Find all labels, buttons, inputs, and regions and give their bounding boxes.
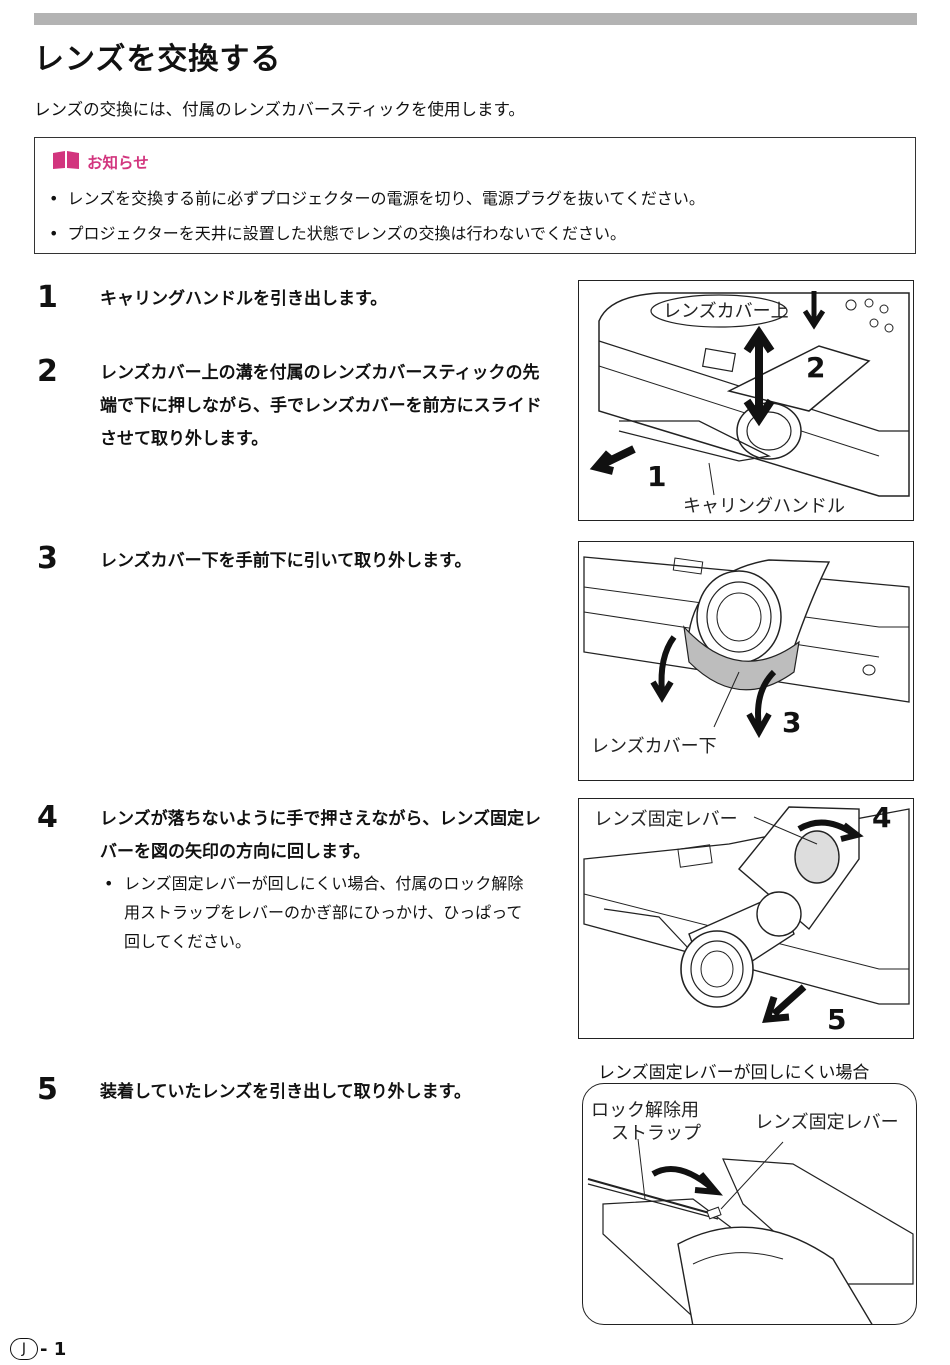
notice-item: プロジェクターを天井に設置した状態でレンズの交換は行わないでください。	[49, 220, 705, 244]
substep-text: レンズ固定レバーが回しにくい場合、付属のロック解除用ストラップをレバーのかぎ部に…	[124, 874, 524, 951]
figure-carrying-handle: レンズカバー上 2 1 キャリングハンドル	[578, 280, 914, 521]
figure-lens-lever: 4 レンズ固定レバー 5	[578, 798, 914, 1039]
book-icon	[51, 150, 81, 174]
fig1-number-2: 2	[806, 351, 825, 384]
fig1-label-top: レンズカバー上	[663, 301, 789, 322]
step-text: キャリングハンドルを引き出します。	[100, 289, 388, 309]
fig2-number-3: 3	[782, 706, 801, 739]
projector-illustration: レンズカバー上 2 1 キャリングハンドル	[589, 291, 910, 517]
fig4-label-left-2: ストラップ	[611, 1123, 701, 1144]
lens-lever-illustration: 4 レンズ固定レバー 5	[583, 801, 910, 1036]
fig2-label: レンズカバー下	[591, 736, 717, 757]
bullet: •	[104, 874, 114, 893]
step-text: レンズカバー上の溝を付属のレンズカバースティックの先端で下に押しながら、手でレン…	[100, 363, 542, 449]
page-number: - 1	[40, 1338, 67, 1360]
fig3-number-4: 4	[872, 801, 891, 834]
notice-title: お知らせ	[87, 154, 149, 172]
step-text: レンズカバー下を手前下に引いて取り外します。	[100, 551, 472, 571]
figure-caption: レンズ固定レバーが回しにくい場合	[598, 1063, 870, 1083]
header-bar	[34, 13, 917, 25]
page-title: レンズを交換する	[34, 42, 282, 77]
fig1-label-bottom: キャリングハンドル	[683, 496, 845, 517]
notice-header: お知らせ	[51, 150, 149, 174]
fig4-label-left-1: ロック解除用	[591, 1100, 699, 1121]
fig1-number-1: 1	[647, 460, 666, 493]
step-text: レンズが落ちないように手で押さえながら、レンズ固定レバーを図の矢印の方向に回しま…	[100, 809, 541, 862]
notice-list: レンズを交換する前に必ずプロジェクターの電源を切り、電源プラグを抜いてください。…	[49, 185, 705, 255]
language-mark: J	[10, 1338, 38, 1360]
lock-strap-illustration: ロック解除用 ストラップ レンズ固定レバー	[587, 1100, 914, 1324]
fig3-number-5: 5	[827, 1003, 846, 1036]
lens-cover-illustration: 3 レンズカバー下	[583, 556, 910, 757]
figure-lens-cover-lower: 3 レンズカバー下	[578, 541, 914, 781]
notice-box: お知らせ レンズを交換する前に必ずプロジェクターの電源を切り、電源プラグを抜いて…	[34, 137, 916, 254]
step-text: 装着していたレンズを引き出して取り外します。	[100, 1082, 471, 1102]
step-substep: • レンズ固定レバーが回しにくい場合、付属のロック解除用ストラップをレバーのかぎ…	[104, 869, 534, 956]
fig3-label: レンズ固定レバー	[594, 809, 738, 830]
intro-text: レンズの交換には、付属のレンズカバースティックを使用します。	[34, 100, 525, 119]
step-number: 1	[37, 280, 58, 315]
notice-item: レンズを交換する前に必ずプロジェクターの電源を切り、電源プラグを抜いてください。	[49, 185, 704, 209]
step-number: 5	[37, 1072, 58, 1107]
step-number: 4	[37, 800, 58, 835]
step-number: 3	[37, 541, 58, 576]
fig4-label-right: レンズ固定レバー	[755, 1112, 899, 1133]
figure-lock-strap: ロック解除用 ストラップ レンズ固定レバー	[582, 1083, 917, 1325]
step-number: 2	[37, 354, 58, 389]
page-footer: J - 1	[10, 1338, 66, 1360]
